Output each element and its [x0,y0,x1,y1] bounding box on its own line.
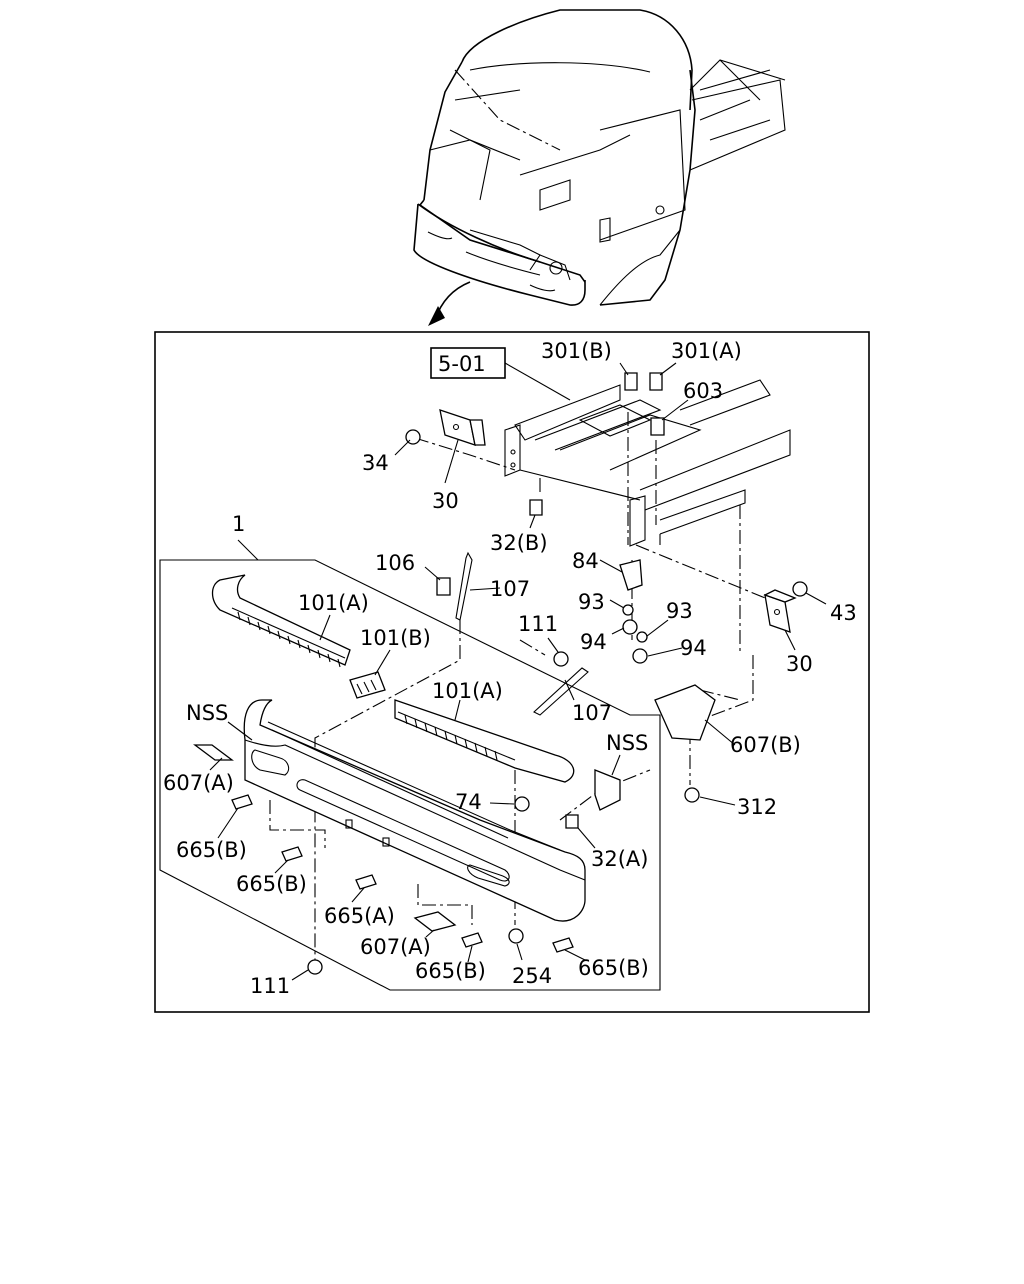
chassis-frame [504,379,791,547]
stay-107-lower [533,667,589,716]
label-107-lower: 107 [572,701,612,725]
washer-93-b [636,631,648,643]
grille-upper-left [211,574,351,668]
bracket-607b [654,684,716,741]
bracket-30-left [439,409,486,446]
pad-665b-4 [552,937,574,953]
washer-93-a [622,604,634,616]
hanger-84 [619,559,643,591]
nut-312 [684,787,700,803]
label-nss-left: NSS [186,701,228,725]
leader-lines [209,362,827,981]
bumper-subassembly-frame [159,559,661,991]
clip-74 [514,796,530,812]
label-94-right: 94 [680,636,707,660]
label-101b: 101(B) [360,626,431,650]
label-32b: 32(B) [490,531,548,555]
bracket-30-right [763,589,797,633]
label-111-upper: 111 [518,612,558,636]
label-1: 1 [232,512,245,536]
pad-607a-upper [193,744,234,761]
label-101a-upper: 101(A) [298,591,369,615]
label-30-right: 30 [786,652,813,676]
label-607b: 607(B) [730,733,801,757]
label-107-upper: 107 [490,577,530,601]
label-34: 34 [362,451,389,475]
part-labels: 301(B) 301(A) 603 34 30 32(B) 1 106 107 … [163,339,857,998]
arrowhead-icon [428,306,445,326]
bolt-32b [529,499,543,516]
label-301a: 301(A) [671,339,742,363]
label-93-left: 93 [578,590,605,614]
pad-665a [355,874,377,890]
pad-665b-1 [231,794,253,810]
label-603: 603 [683,379,723,403]
label-312: 312 [737,795,777,819]
detail-frame [154,331,870,1013]
label-84: 84 [572,549,599,573]
nss-bracket-right [594,769,621,811]
label-607a-upper: 607(A) [163,771,234,795]
bolt-603 [650,417,665,436]
label-30-left: 30 [432,489,459,513]
label-94-left: 94 [580,630,607,654]
bolt-106 [436,577,451,596]
label-665b-4: 665(B) [578,956,649,980]
pad-665b-2 [281,846,303,862]
pads [193,744,574,953]
label-665b-1: 665(B) [176,838,247,862]
label-nss-right: NSS [606,731,648,755]
label-101a-lower: 101(A) [432,679,503,703]
label-43: 43 [830,601,857,625]
grille-small-piece [349,671,386,699]
label-93-right: 93 [666,599,693,623]
nut-94-b [632,648,648,664]
grille-lower [394,699,575,783]
front-bumper [243,699,586,922]
reference-box: 5-01 [430,347,571,401]
label-665b-2: 665(B) [236,872,307,896]
label-665a: 665(A) [324,904,395,928]
stay-107-upper [455,551,473,621]
label-111-lower: 111 [250,974,290,998]
truck-cab-overview [413,9,786,326]
pad-665b-3 [461,932,483,948]
nut-111-lower [307,959,323,975]
label-254: 254 [512,964,552,988]
reference-box-text: 5-01 [438,352,486,376]
label-301b: 301(B) [541,339,612,363]
label-665b-3: 665(B) [415,959,486,983]
fasteners [307,372,808,975]
label-607a-lower: 607(A) [360,935,431,959]
label-106: 106 [375,551,415,575]
bolt-32a [565,814,579,829]
pad-607a-lower [413,911,457,932]
bushing-94-a [622,619,638,635]
nut-111-upper [553,651,569,667]
nut-254 [508,928,524,944]
bolt-301a [649,372,663,391]
bolt-301b [624,372,638,391]
label-74: 74 [455,790,482,814]
label-32a: 32(A) [591,847,648,871]
nut-43 [792,581,808,597]
